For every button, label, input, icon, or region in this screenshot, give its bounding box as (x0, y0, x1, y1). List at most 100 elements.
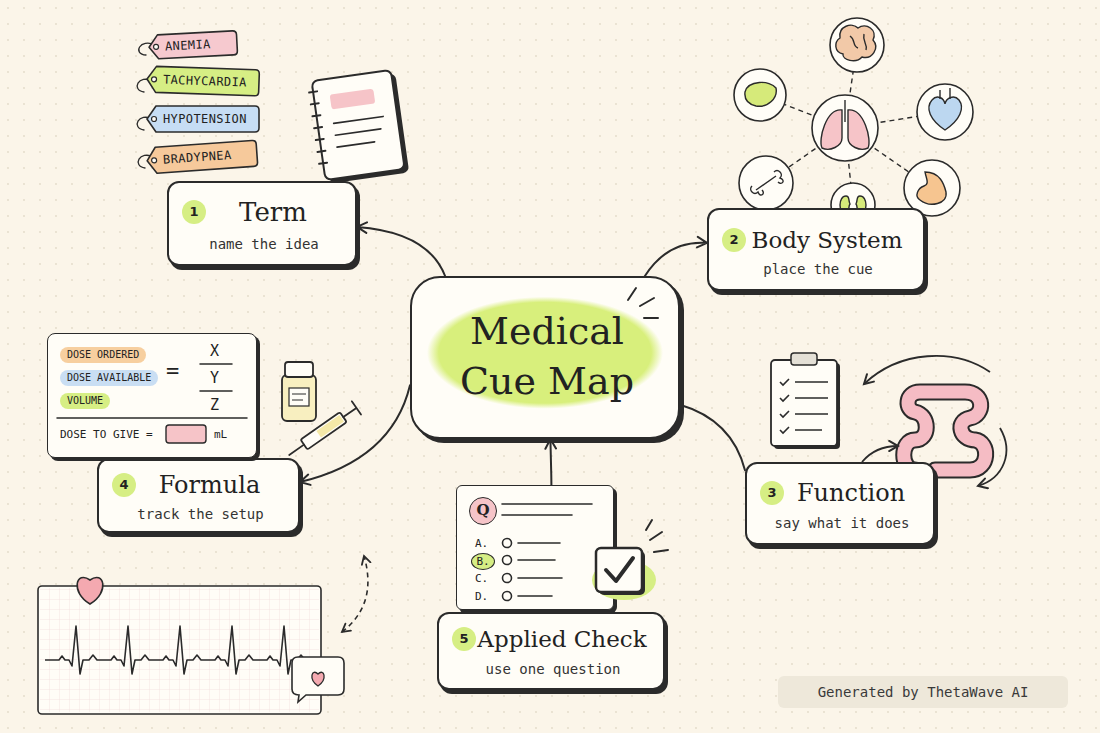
formula-variable: X (210, 342, 219, 360)
step-hint: track the setup (103, 505, 298, 523)
organ-network-part-part (830, 18, 884, 72)
formula-lines-part (166, 425, 206, 443)
step-hint: name the idea (173, 235, 355, 253)
tag-hole (152, 117, 157, 122)
vial-and-syringe-part (292, 394, 306, 400)
organ-network-part-part (751, 171, 783, 195)
organ-network-part (734, 18, 973, 227)
central-title: Medical Cue Map (437, 306, 657, 406)
step-box: 3Functionsay what it does (745, 462, 935, 545)
organ-network-part-part (739, 156, 793, 210)
ecg-card-part (342, 556, 368, 632)
tag-hole (153, 44, 158, 49)
ecg-card-part (40, 588, 319, 712)
option-letter: D. (475, 589, 488, 605)
organ-network-part-part (734, 69, 786, 121)
check-box-part (646, 520, 668, 552)
clipboard-and-colon-part (862, 446, 898, 462)
tag-shape (147, 106, 259, 132)
organ-network-part-part (848, 110, 869, 149)
formula-term: DOSE AVAILABLE (60, 370, 158, 386)
option-letter: A. (475, 536, 488, 552)
tag-hole (151, 158, 156, 163)
step-box: 4Formula track the setup (97, 458, 300, 533)
formula-result: DOSE TO GIVE = (60, 427, 153, 443)
vial-and-syringe-part (285, 401, 361, 461)
quiz-lines-part (503, 592, 512, 601)
clipboard-and-colon-part (904, 392, 986, 470)
central-topic-box: Medical Cue Map (410, 276, 680, 439)
check-box-part (596, 548, 642, 592)
vial-and-syringe-part (289, 388, 309, 406)
step-box: 1Termname the idea (167, 181, 357, 266)
ecg-card-part (312, 672, 324, 686)
step-hint: place the cue (713, 260, 923, 278)
step-title: Formula (121, 469, 298, 501)
option-letter: C. (475, 571, 488, 587)
formula-lines-part (57, 364, 247, 418)
connector-arrow (645, 237, 707, 276)
quiz-lines-part (503, 556, 512, 565)
vial-and-syringe-part (282, 375, 316, 421)
vial-and-syringe-part-part (285, 401, 361, 461)
organ-network-part (745, 25, 962, 214)
organ-network-part-part (929, 97, 962, 130)
watermark: Generated by ThetaWave AI (778, 676, 1068, 708)
term-tag-text: BRADYPNEA (162, 141, 232, 174)
center-sparks-part (628, 288, 658, 318)
quiz-lines (502, 504, 592, 601)
ecg-card-part (77, 577, 103, 604)
organ-network-part-part (745, 82, 776, 106)
ecg-card (38, 556, 368, 714)
connector-arrow (680, 405, 745, 471)
ecg-card-part (292, 657, 344, 702)
quiz-lines-part (502, 504, 592, 515)
organ-network-part-part (850, 34, 866, 50)
step-number: 2 (722, 228, 746, 252)
clipboard-and-colon-part (795, 382, 828, 430)
step-box: 2Body Systemplace the cue (707, 208, 925, 291)
tag-shape (148, 31, 237, 60)
question-mark: Q (469, 497, 497, 525)
organ-network-part-part (821, 110, 842, 149)
step-number: 3 (760, 481, 784, 505)
clipboard-and-colon-part (771, 360, 837, 446)
vial-and-syringe-part (285, 362, 313, 377)
notebook-icon (308, 69, 410, 184)
step-number: 5 (452, 627, 476, 651)
tag-strings (137, 43, 155, 168)
formula-variable: Y (210, 369, 219, 387)
formula-variable: Z (210, 396, 219, 414)
formula-lines (57, 364, 247, 443)
quiz-lines-part (503, 574, 512, 583)
step-title: Term (191, 196, 355, 228)
check-box (592, 520, 668, 600)
clipboard-and-colon-part (904, 392, 986, 470)
tag-hole (151, 77, 156, 82)
formula-term: DOSE ORDERED (60, 347, 146, 363)
organ-network-part-part (940, 88, 950, 99)
organ-network (734, 18, 973, 227)
notebook-icon-part (309, 91, 327, 163)
notebook-icon-part (334, 116, 387, 147)
organ-network-part-part (836, 25, 876, 60)
step-number: 4 (112, 473, 136, 497)
term-tag: HYPOTENSION (146, 105, 260, 133)
vial-and-syringe-part-part (301, 412, 347, 449)
organ-network-part-part (917, 172, 946, 204)
connector-arrow (300, 385, 410, 485)
clipboard-and-colon-part (978, 428, 1006, 486)
clipboard-and-colon-part (780, 379, 789, 433)
connector-arrow (357, 222, 445, 276)
clipboard-and-colon-part (864, 356, 990, 384)
quiz-lines-part (518, 543, 562, 596)
quiz-lines-part (503, 539, 512, 548)
step-hint: say what it does (751, 514, 933, 532)
formula-card: DOSE ORDEREDDOSE AVAILABLEVOLUME=XYZDOSE… (47, 333, 257, 458)
term-tag-text: HYPOTENSION (163, 105, 247, 133)
step-box: 5Applied Checkuse one question (437, 612, 665, 690)
organ-network-part-part (844, 100, 845, 122)
clipboard-and-colon-part (791, 353, 817, 365)
organ-network-part-part (812, 95, 878, 161)
